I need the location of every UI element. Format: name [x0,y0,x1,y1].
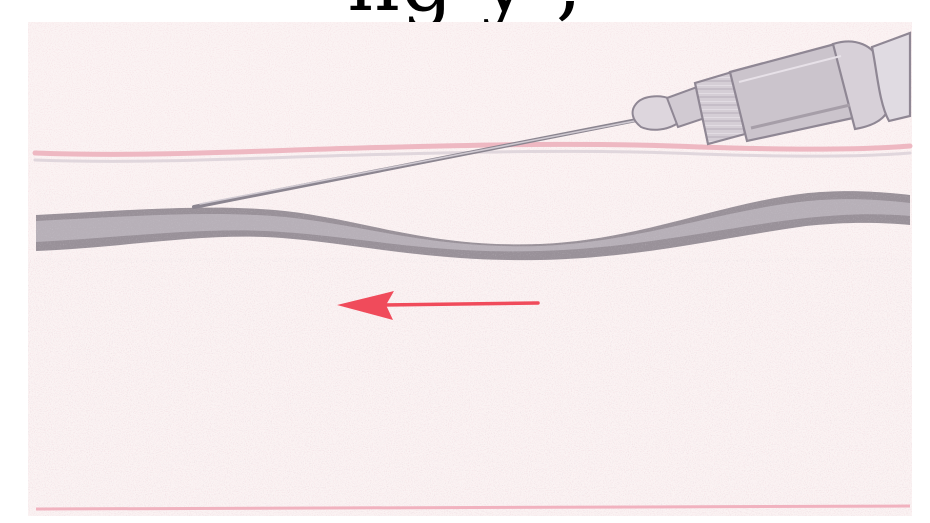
skin-gray-texture [28,258,912,516]
vein-texture [36,190,910,262]
arrow-shaft [383,303,538,305]
